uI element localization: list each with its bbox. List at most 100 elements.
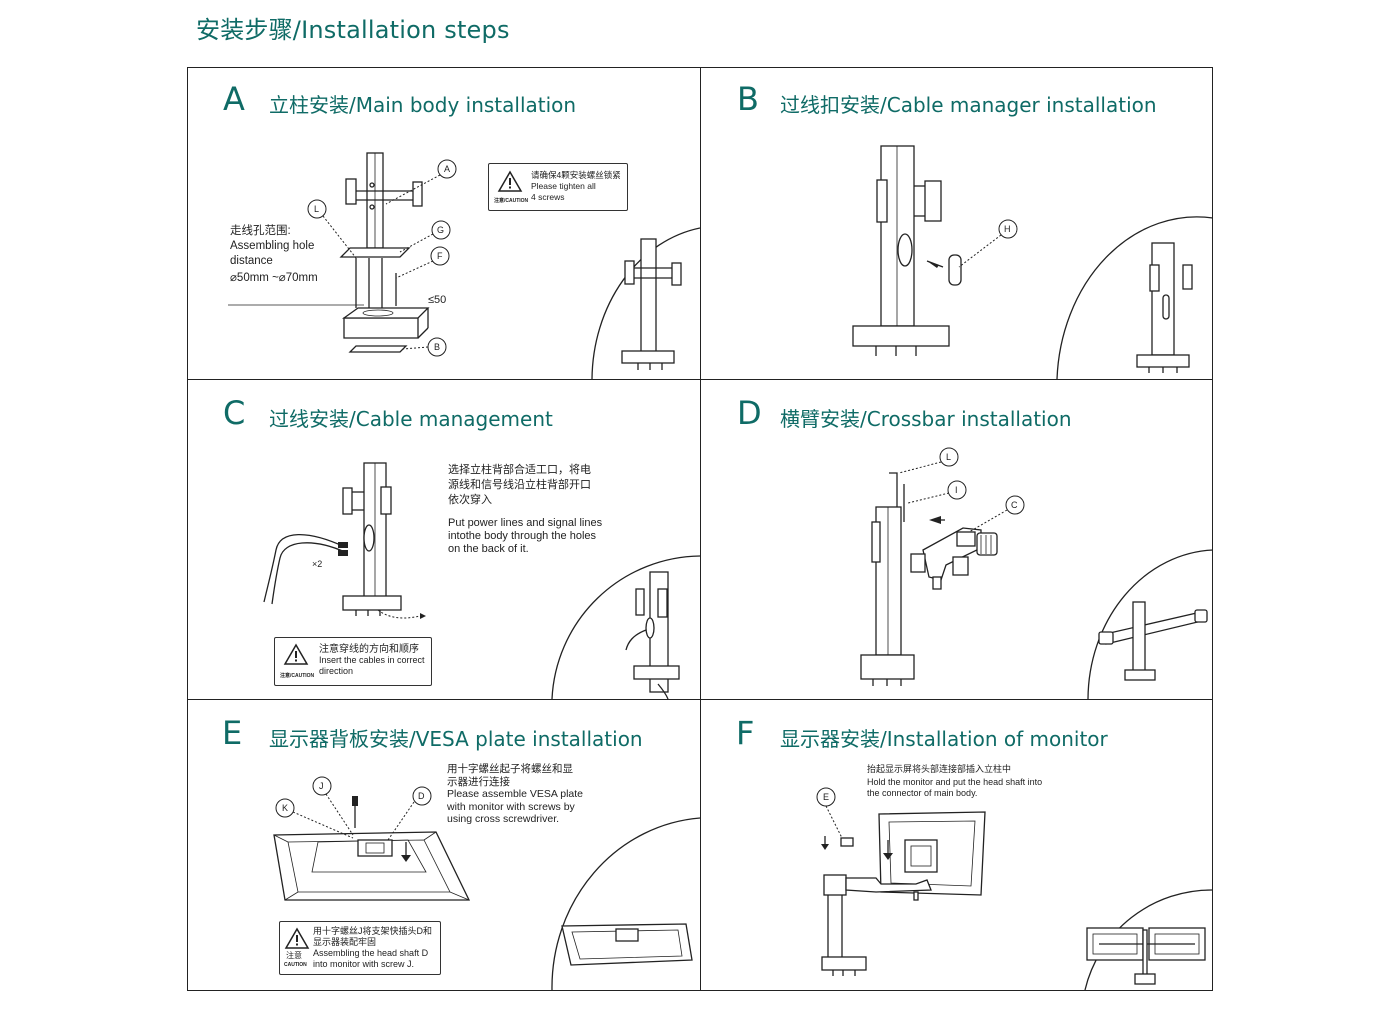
callout-k: K [275,798,295,818]
step-e-title: 显示器背板安装/VESA plate installation [269,727,643,751]
svg-text:G: G [437,225,444,235]
svg-text:L: L [946,452,951,462]
vesa-plate-drawing: J K D [273,776,700,990]
detail-column-b [1136,242,1193,373]
svg-text:F: F [437,251,443,261]
hole-label-cn: 走线孔范围: [230,225,291,237]
callout-l: L [939,447,959,467]
detail-column-a [621,238,682,370]
grid-divider-vertical [700,67,701,991]
caution-tag-cn: 注意 [286,951,302,960]
note-en-3: using cross screwdriver. [447,813,560,825]
svg-text:J: J [319,781,324,791]
caution-en-1: Insert the cables in correct [319,655,425,665]
note-en-3: on the back of it. [448,543,529,555]
callout-j: J [312,776,332,796]
step-e-panel: E 显示器背板安装/VESA plate installation 用十字螺丝起… [188,700,700,990]
step-f-letter: F [736,714,755,752]
main-body-installation-drawing: A L G F B [228,152,700,379]
caution-cn-1: 用十字螺丝J将支架快插头D和 [313,926,433,936]
hole-range-note: 走线孔范围: Assembling hole distance ⌀50mm ~⌀… [230,225,318,285]
grid-divider-row-1 [187,379,1213,380]
cable-count: ×2 [312,559,323,569]
detail-column-c [625,571,680,699]
detail-dual-monitor [1086,927,1206,985]
detail-vesa-monitor [561,923,693,966]
callout-h: H [998,219,1018,239]
callout-d: D [412,786,432,806]
svg-text:D: D [418,791,425,801]
note-en-2: with monitor with screws by [447,800,575,813]
caution-cn: 注意穿线的方向和顺序 [319,644,419,655]
warning-icon [497,170,523,192]
hole-label-en-2: distance [230,255,273,267]
note-cn-3: 依次穿入 [448,494,492,506]
page-title: 安装步骤/Installation steps [196,16,510,44]
callout-l: L [307,199,327,219]
svg-text:B: B [434,342,440,352]
grid-divider-row-2 [187,699,1213,700]
step-d-title: 横臂安装/Crossbar installation [780,407,1072,431]
step-c-panel: C 过线安装/Cable management 选择立柱背部合适工口，将电 源线… [188,380,700,699]
max-thickness-label: ≤50 [428,294,447,306]
svg-text:K: K [282,803,288,813]
caution-en-2: 4 screws [531,192,565,202]
callout-g: G [431,220,451,240]
step-a-panel: A 立柱安装/Main body installation 走线孔范围: Ass… [188,68,700,379]
step-e-note: 用十字螺丝起子将螺丝和显 示器进行连接 Please assemble VESA… [447,763,583,826]
hole-range-value: ⌀50mm ~⌀70mm [230,272,318,284]
step-e-letter: E [222,714,243,752]
caution-en-1: Please tighten all [531,181,596,191]
step-b-panel: B 过线扣安装/Cable manager installation H [701,68,1213,379]
step-a-letter: A [223,80,245,118]
note-cn: 抬起显示屏将头部连接部插入立柱中 [867,764,1012,774]
step-c-note: 选择立柱背部合适工口，将电 源线和信号线沿立柱背部开口 依次穿入 Put pow… [448,464,602,556]
warning-icon [283,643,309,665]
svg-text:C: C [1011,500,1018,510]
callout-f: F [430,246,450,266]
note-cn-1: 选择立柱背部合适工口，将电 [448,464,591,476]
caution-cn-2: 显示器装配牢固 [313,937,377,947]
svg-text:I: I [955,485,958,495]
caution-tag: 注意/CAUTION [494,198,529,204]
callout-i: I [947,480,967,500]
step-f-panel: F 显示器安装/Installation of monitor 抬起显示屏将头部… [701,700,1213,990]
callout-a: A [437,159,457,179]
note-cn-1: 用十字螺丝起子将螺丝和显 [447,763,573,775]
step-d-letter: D [737,394,762,432]
step-c-caution-box: 注意/CAUTION 注意穿线的方向和顺序 Insert the cables … [274,637,432,686]
hole-label-en-1: Assembling hole [230,240,315,252]
note-en-2: the connector of main body. [867,788,978,798]
caution-text: 请确保4颗安装螺丝锁紧 Please tighten all 4 screws [531,170,621,203]
svg-text:H: H [1004,224,1011,234]
monitor-installation-drawing: E [816,787,1213,990]
caution-en-2: direction [319,666,354,676]
cable-clip-h [948,254,962,286]
step-d-panel: D 横臂安装/Crossbar installation L I C [701,380,1213,699]
step-b-title: 过线扣安装/Cable manager installation [780,93,1157,117]
step-f-title: 显示器安装/Installation of monitor [780,727,1108,751]
note-en-2: intothe body through the holes [448,530,597,542]
note-en-1: Please assemble VESA plate [447,788,583,800]
detail-crossbar [1098,601,1208,681]
note-cn-2: 示器进行连接 [447,775,510,788]
caution-tag: CAUTION [284,962,307,968]
callout-c: C [1005,495,1025,515]
caution-tag: 注意/CAUTION [280,673,315,679]
svg-text:L: L [314,204,319,214]
step-a-title: 立柱安装/Main body installation [269,93,577,117]
step-f-note: 抬起显示屏将头部连接部插入立柱中 Hold the monitor and pu… [867,764,1042,799]
callout-e: E [816,787,836,807]
note-en-1: Hold the monitor and put the head shaft … [867,777,1043,787]
note-en-1: Put power lines and signal lines [448,517,603,529]
step-b-letter: B [737,80,759,118]
note-cn-2: 源线和信号线沿立柱背部开口 [448,479,591,491]
caution-text: 注意穿线的方向和顺序 Insert the cables in correct … [319,644,425,677]
caution-text: 用十字螺丝J将支架快插头D和 显示器装配牢固 Assembling the he… [313,926,432,970]
warning-icon [284,927,310,949]
step-c-title: 过线安装/Cable management [269,407,553,431]
cable-manager-drawing: H [852,145,1213,379]
caution-en-1: Assembling the head shaft D [313,948,429,958]
step-a-caution-box: 注意/CAUTION 请确保4颗安装螺丝锁紧 Please tighten al… [488,163,628,211]
caution-cn: 请确保4颗安装螺丝锁紧 [531,170,621,180]
